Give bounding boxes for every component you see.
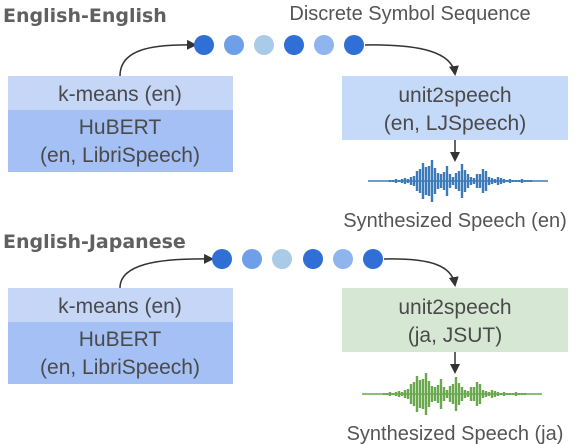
speech-waveform xyxy=(368,160,548,202)
sequence-to-decoder-arrow xyxy=(383,258,459,287)
decoder-label: unit2speech xyxy=(398,84,511,107)
decoder-box xyxy=(342,288,568,352)
kmeans-label: k-means (en) xyxy=(58,295,182,318)
hubert-dataset-label: (en, LibriSpeech) xyxy=(40,356,200,379)
sequence-to-decoder-arrow xyxy=(364,44,459,76)
hubert-box xyxy=(8,322,233,384)
kmeans-label: k-means (en) xyxy=(58,83,182,106)
decoder-box-group: unit2speech (en, LJSpeech) xyxy=(342,76,568,140)
decoder-box-group: unit2speech (ja, JSUT) xyxy=(342,288,568,352)
encoder-stack: k-means (en) HuBERT (en, LibriSpeech) xyxy=(8,288,233,384)
symbol-dot xyxy=(344,35,364,55)
decoder-label: unit2speech xyxy=(398,296,511,319)
encoder-to-sequence-arrow xyxy=(119,39,197,77)
hubert-label: HuBERT xyxy=(79,328,162,351)
decoder-dataset-label: (en, LJSpeech) xyxy=(384,112,526,135)
symbol-dot xyxy=(284,35,304,55)
symbol-dot xyxy=(254,35,274,55)
section-english-japanese: English-Japanese k-means (en) HuBERT (en… xyxy=(3,231,568,444)
symbol-dot xyxy=(333,249,353,269)
sequence-label: Discrete Symbol Sequence xyxy=(289,3,530,25)
kmeans-box xyxy=(8,288,233,322)
hubert-label: HuBERT xyxy=(79,116,162,139)
decoder-box xyxy=(342,76,568,140)
symbol-sequence xyxy=(212,249,383,269)
speech-waveform xyxy=(362,373,542,415)
hubert-box xyxy=(8,110,233,172)
output-label: Synthesized Speech (en) xyxy=(343,210,566,232)
section-title: English-Japanese xyxy=(3,231,186,253)
kmeans-box xyxy=(8,76,233,110)
symbol-dot xyxy=(224,35,244,55)
section-english-english: English-English Discrete Symbol Sequence… xyxy=(3,3,568,232)
symbol-dot xyxy=(212,249,232,269)
decoder-dataset-label: (ja, JSUT) xyxy=(408,324,503,347)
symbol-dot xyxy=(194,35,214,55)
output-label: Synthesized Speech (ja) xyxy=(347,423,564,444)
symbol-dot xyxy=(272,249,292,269)
hubert-dataset-label: (en, LibriSpeech) xyxy=(40,144,200,167)
symbol-dot xyxy=(303,249,323,269)
encoder-to-sequence-arrow xyxy=(119,253,214,289)
symbol-dot xyxy=(363,249,383,269)
symbol-dot xyxy=(242,249,262,269)
symbol-dot xyxy=(314,35,334,55)
encoder-stack: k-means (en) HuBERT (en, LibriSpeech) xyxy=(8,76,233,172)
section-title: English-English xyxy=(3,5,167,27)
symbol-sequence xyxy=(194,35,364,55)
